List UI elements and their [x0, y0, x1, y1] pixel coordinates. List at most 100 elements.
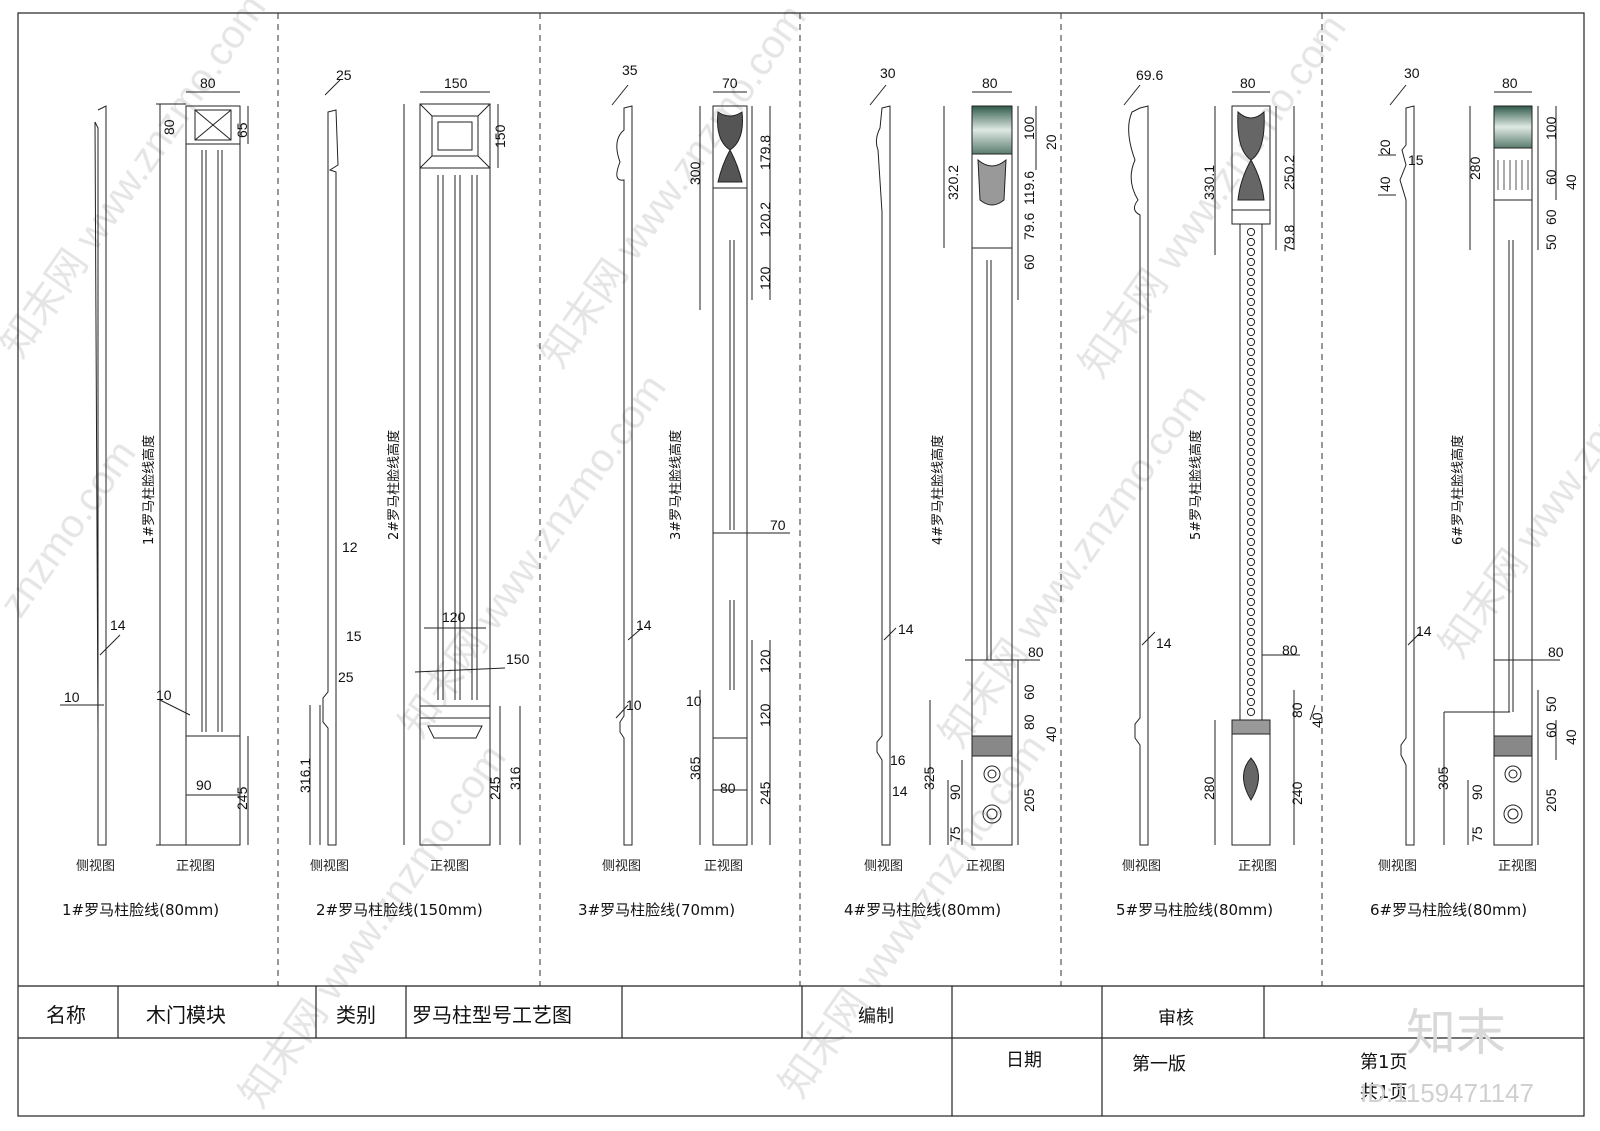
- bead-ornament: [1246, 637, 1256, 647]
- svg-text:侧视图: 侧视图: [602, 859, 641, 874]
- svg-text:300: 300: [687, 161, 703, 185]
- svg-text:60: 60: [1543, 722, 1559, 738]
- svg-text:80: 80: [1548, 644, 1564, 660]
- bead-ornament: [1246, 357, 1256, 367]
- svg-text:ID:1159471147: ID:1159471147: [1360, 1078, 1534, 1108]
- bead-ornament: [1246, 577, 1256, 587]
- svg-text:40: 40: [1309, 712, 1325, 728]
- svg-text:知末网 www.znzmo.com: 知末网 www.znzmo.com: [231, 737, 514, 1115]
- bead-ornament: [1246, 417, 1256, 427]
- svg-text:知末: 知末: [1406, 1004, 1506, 1062]
- bead-ornament: [1246, 247, 1256, 257]
- front-base-3: [712, 737, 748, 846]
- svg-text:35: 35: [622, 62, 638, 78]
- svg-text:10: 10: [156, 687, 172, 703]
- svg-text:316: 316: [507, 766, 523, 790]
- svg-text:20: 20: [1377, 139, 1393, 155]
- front-cap-4: [971, 105, 1013, 155]
- svg-text:50: 50: [1543, 234, 1559, 250]
- svg-text:150: 150: [492, 124, 508, 148]
- review-label: 审核: [1158, 1008, 1194, 1029]
- bead-ornament: [1246, 547, 1256, 557]
- column-4: [869, 84, 1040, 846]
- svg-text:80: 80: [1289, 702, 1305, 718]
- bead-ornament: [1246, 667, 1256, 677]
- svg-text:80: 80: [1028, 644, 1044, 660]
- bead-ornament: [1246, 347, 1256, 357]
- bead-ornament: [1246, 527, 1256, 537]
- svg-text:280: 280: [1467, 156, 1483, 180]
- name-value: 木门模块: [146, 1003, 226, 1027]
- name-label: 名称: [46, 1003, 86, 1027]
- bead-ornament: [1246, 647, 1256, 657]
- side-profile-5: [1128, 105, 1149, 846]
- type-value: 罗马柱型号工艺图: [412, 1003, 572, 1027]
- svg-text:150: 150: [506, 651, 530, 667]
- column-2: [309, 79, 521, 846]
- svg-text:30: 30: [1404, 65, 1420, 81]
- svg-text:240: 240: [1289, 781, 1305, 805]
- svg-text:14: 14: [892, 783, 908, 799]
- svg-text:75: 75: [947, 826, 963, 842]
- svg-text:305: 305: [1435, 766, 1451, 790]
- svg-text:侧视图: 侧视图: [76, 859, 115, 874]
- bead-ornament: [1246, 407, 1256, 417]
- svg-text:65: 65: [234, 122, 250, 138]
- bead-ornament: [1246, 697, 1256, 707]
- bead-ornament: [1246, 367, 1256, 377]
- bead-ornament: [1246, 317, 1256, 327]
- svg-text:5#罗马柱脸线高度: 5#罗马柱脸线高度: [1188, 430, 1204, 540]
- bead-ornament: [1246, 537, 1256, 547]
- bead-ornament: [1246, 567, 1256, 577]
- bead-ornament: [1246, 687, 1256, 697]
- svg-text:90: 90: [1469, 784, 1485, 800]
- svg-text:2#罗马柱脸线高度: 2#罗马柱脸线高度: [386, 430, 402, 540]
- bead-ornament: [1246, 497, 1256, 507]
- column-1: [60, 91, 249, 846]
- svg-text:5#罗马柱脸线(80mm): 5#罗马柱脸线(80mm): [1116, 901, 1273, 919]
- front-cap-6: [1493, 105, 1533, 149]
- svg-text:120: 120: [757, 649, 773, 673]
- svg-text:16: 16: [890, 752, 906, 768]
- brand-watermark: 知末 ID:1159471147: [1360, 1004, 1534, 1108]
- type-label: 类别: [336, 1003, 376, 1027]
- bead-ornament: [1246, 707, 1256, 717]
- svg-text:365: 365: [687, 756, 703, 780]
- svg-text:14: 14: [636, 617, 652, 633]
- svg-text:1#罗马柱脸线高度: 1#罗马柱脸线高度: [141, 435, 157, 545]
- svg-text:2#罗马柱脸线(150mm): 2#罗马柱脸线(150mm): [316, 901, 483, 919]
- front-shaft-1: [185, 143, 241, 737]
- svg-text:60: 60: [1021, 254, 1037, 270]
- bead-ornament: [1246, 437, 1256, 447]
- svg-text:1#罗马柱脸线(80mm): 1#罗马柱脸线(80mm): [62, 901, 219, 919]
- title-block-text: 名称 木门模块 类别 罗马柱型号工艺图 编制 审核 日期 第一版 第1页 共1页: [46, 1003, 1407, 1103]
- svg-text:40: 40: [1377, 176, 1393, 192]
- svg-text:280: 280: [1201, 776, 1217, 800]
- svg-text:250.2: 250.2: [1281, 155, 1297, 190]
- column-6-dims: 80 30 280 100 20 15 40 60 40 60 50 14 80…: [1370, 65, 1579, 919]
- svg-text:50: 50: [1543, 696, 1559, 712]
- svg-text:3#罗马柱脸线(70mm): 3#罗马柱脸线(70mm): [578, 901, 735, 919]
- date-label: 日期: [1006, 1050, 1042, 1071]
- svg-text:245: 245: [234, 786, 250, 810]
- column-5: [1123, 84, 1316, 846]
- svg-text:知末网 www.znzmo.com: 知末网 www.znzmo.com: [0, 0, 275, 365]
- svg-text:79.6: 79.6: [1021, 213, 1037, 240]
- svg-text:侧视图: 侧视图: [310, 859, 349, 874]
- svg-text:4#罗马柱脸线(80mm): 4#罗马柱脸线(80mm): [844, 901, 1001, 919]
- bead-ornament: [1246, 267, 1256, 277]
- svg-text:4#罗马柱脸线高度: 4#罗马柱脸线高度: [930, 435, 946, 545]
- svg-text:150: 150: [444, 75, 468, 91]
- svg-text:90: 90: [947, 784, 963, 800]
- bead-ornament: [1246, 597, 1256, 607]
- svg-text:侧视图: 侧视图: [1122, 859, 1161, 874]
- page-number: 第1页: [1360, 1052, 1407, 1073]
- svg-text:245: 245: [757, 781, 773, 805]
- front-base-5: [1231, 733, 1271, 846]
- bead-ornament: [1246, 307, 1256, 317]
- svg-text:70: 70: [770, 517, 786, 533]
- svg-text:325: 325: [921, 766, 937, 790]
- svg-text:正视图: 正视图: [704, 859, 743, 874]
- svg-text:79.8: 79.8: [1281, 225, 1297, 252]
- svg-text:80: 80: [200, 75, 216, 91]
